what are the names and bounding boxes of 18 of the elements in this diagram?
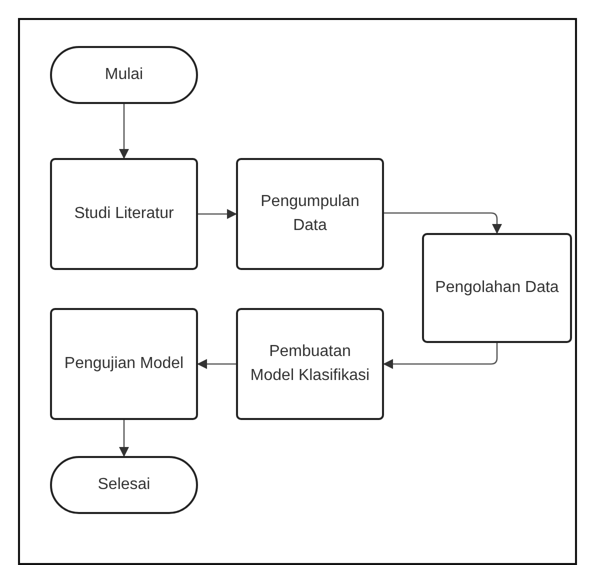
node-label: Selesai [98,475,150,495]
node-label: Studi Literatur [74,204,174,224]
node-label: Pengolahan Data [435,278,559,298]
process-box [236,308,384,420]
process-box [422,233,572,343]
node-label: Pengumpulan Data [260,192,360,236]
node-label: Pengujian Model [64,354,184,374]
arrow [197,359,236,369]
arrow [119,104,129,159]
arrow [198,209,237,219]
process-box [50,158,198,270]
process-box [50,308,198,420]
node-label: Pembuatan Model Klasifikasi [249,342,371,386]
node-label: Mulai [104,65,144,85]
arrow [383,343,498,369]
arrow [119,420,129,457]
arrow [384,212,502,234]
process-box [236,158,384,270]
